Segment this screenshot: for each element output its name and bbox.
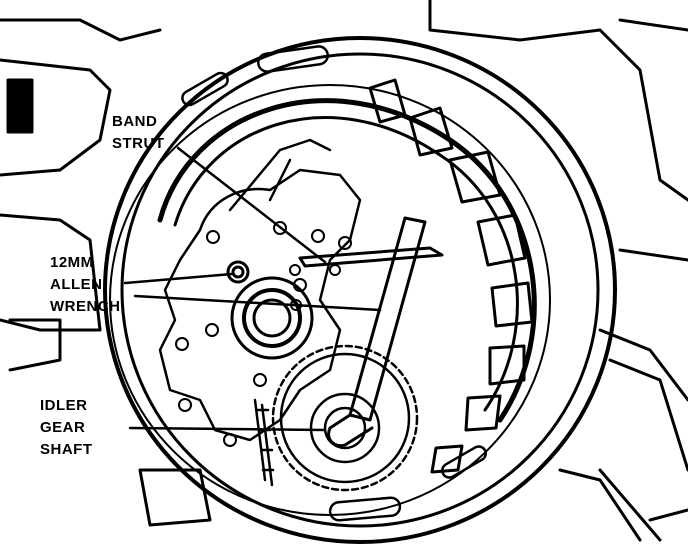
leader-lines	[123, 146, 382, 432]
outer-drum	[103, 36, 617, 544]
label-allen-wrench-line2: ALLEN	[50, 276, 103, 293]
leader-band-strut	[176, 146, 327, 264]
label-allen-wrench-line3: WRENCH	[50, 298, 121, 315]
idler-gear	[271, 344, 419, 492]
band-ring	[157, 98, 537, 423]
band-strut	[298, 246, 444, 268]
label-idler-gear-shaft-line3: SHAFT	[40, 441, 93, 458]
label-band-strut-line1: BAND	[112, 113, 157, 130]
label-idler-gear-shaft: IDLER GEAR SHAFT	[40, 397, 93, 458]
leader-idler-gear-shaft	[128, 426, 327, 432]
label-idler-gear-shaft-line1: IDLER	[40, 397, 88, 414]
pump-body	[158, 138, 362, 442]
sector-gear	[253, 398, 275, 487]
center-shaft	[230, 276, 314, 360]
label-band-strut: BAND STRUT	[112, 113, 165, 152]
label-allen-wrench-line1: 12MM	[50, 254, 94, 271]
leader-allen-wrench-tool	[133, 294, 382, 312]
leader-allen-wrench-bolt	[123, 272, 234, 285]
label-band-strut-line2: STRUT	[112, 135, 165, 152]
allen-bolt	[226, 260, 250, 284]
label-idler-gear-shaft-line2: GEAR	[40, 419, 85, 436]
label-allen-wrench: 12MM ALLEN WRENCH	[50, 254, 121, 315]
